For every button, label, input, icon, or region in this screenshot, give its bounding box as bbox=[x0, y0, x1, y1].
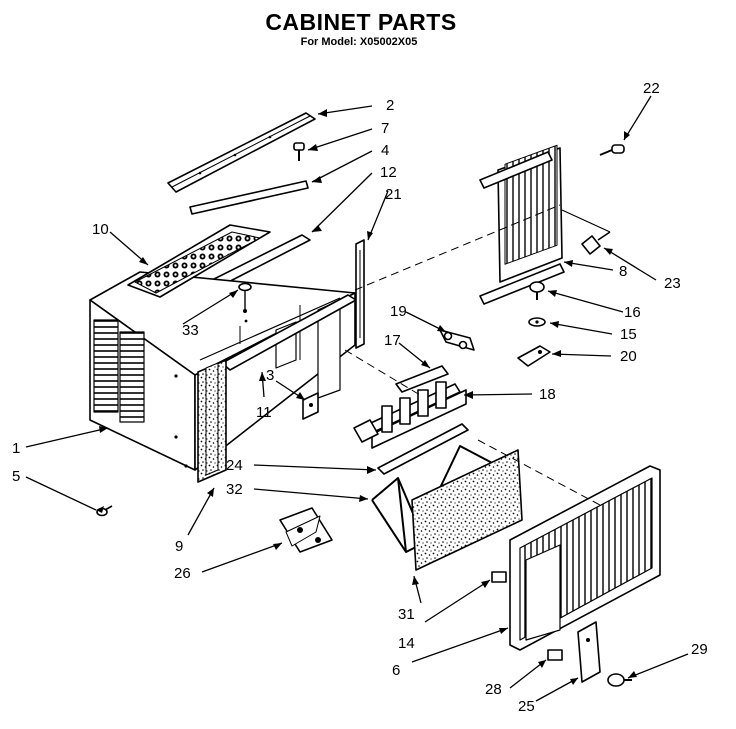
callout-21: 21 bbox=[385, 186, 402, 203]
box-part-26 bbox=[279, 507, 333, 553]
diagram-header: CABINET PARTS For Model: X05002X05 bbox=[0, 9, 736, 49]
callout-29: 29 bbox=[691, 641, 708, 658]
bracket-part-3 bbox=[302, 392, 319, 420]
alignment-lines bbox=[344, 204, 601, 506]
nut-part-16 bbox=[529, 281, 545, 300]
callout-9: 9 bbox=[175, 538, 183, 555]
model-line: For Model: X05002X05 bbox=[300, 36, 418, 48]
fastener-part-23 bbox=[581, 231, 611, 255]
louver-assembly-part-18 bbox=[353, 381, 467, 449]
washer-part-15 bbox=[528, 317, 546, 327]
callout-11: 11 bbox=[256, 404, 272, 421]
callout-labels: 2 7 4 12 21 10 33 22 23 8 16 15 20 19 17… bbox=[12, 80, 708, 715]
bracket-part-17 bbox=[395, 365, 449, 393]
callout-4: 4 bbox=[381, 142, 389, 159]
clip-part-20 bbox=[517, 345, 551, 367]
callout-24: 24 bbox=[226, 457, 243, 474]
callout-23: 23 bbox=[664, 275, 681, 292]
callout-2: 2 bbox=[386, 97, 394, 114]
cabinet-body bbox=[89, 224, 356, 471]
diagram-title: CABINET PARTS bbox=[265, 9, 457, 35]
gasket-part-9 bbox=[197, 359, 227, 483]
callout-28: 28 bbox=[485, 681, 502, 698]
leader-arrowheads bbox=[96, 109, 637, 685]
screw-part-7 bbox=[293, 142, 305, 161]
callout-5: 5 bbox=[12, 468, 20, 485]
bracket-part-19 bbox=[439, 329, 475, 351]
callout-8: 8 bbox=[619, 263, 627, 280]
callout-15: 15 bbox=[620, 326, 637, 343]
leader-lines bbox=[25, 95, 689, 702]
callout-32: 32 bbox=[226, 481, 243, 498]
clip-part-28 bbox=[547, 649, 563, 661]
callout-6: 6 bbox=[392, 662, 400, 679]
plug-part-33 bbox=[238, 282, 252, 313]
front-panel-part-6 bbox=[509, 465, 661, 651]
callout-3: 3 bbox=[266, 367, 274, 384]
filter-part-31 bbox=[411, 449, 523, 571]
callout-12: 12 bbox=[380, 164, 397, 181]
callout-10: 10 bbox=[92, 221, 109, 238]
clip-part-14 bbox=[491, 571, 507, 583]
top-rail-part bbox=[167, 112, 316, 193]
callout-7: 7 bbox=[381, 120, 389, 137]
vertical-rail-part-21 bbox=[355, 239, 365, 349]
callout-26: 26 bbox=[174, 565, 191, 582]
callout-25: 25 bbox=[518, 698, 535, 715]
side-panel-part-8 bbox=[479, 144, 611, 305]
seal-strip-part bbox=[189, 180, 309, 215]
callout-17: 17 bbox=[384, 332, 401, 349]
screw-part-22 bbox=[599, 144, 625, 156]
callout-18: 18 bbox=[539, 386, 556, 403]
callout-19: 19 bbox=[390, 303, 407, 320]
callout-16: 16 bbox=[624, 304, 641, 321]
callout-31: 31 bbox=[398, 606, 415, 623]
callout-1: 1 bbox=[12, 440, 20, 457]
rail-part-24 bbox=[377, 423, 469, 475]
knob-part-29 bbox=[607, 673, 632, 687]
bracket-part-25 bbox=[577, 621, 601, 683]
callout-33: 33 bbox=[182, 322, 199, 339]
callout-22: 22 bbox=[643, 80, 660, 97]
callout-14: 14 bbox=[398, 635, 415, 652]
callout-20: 20 bbox=[620, 348, 637, 365]
